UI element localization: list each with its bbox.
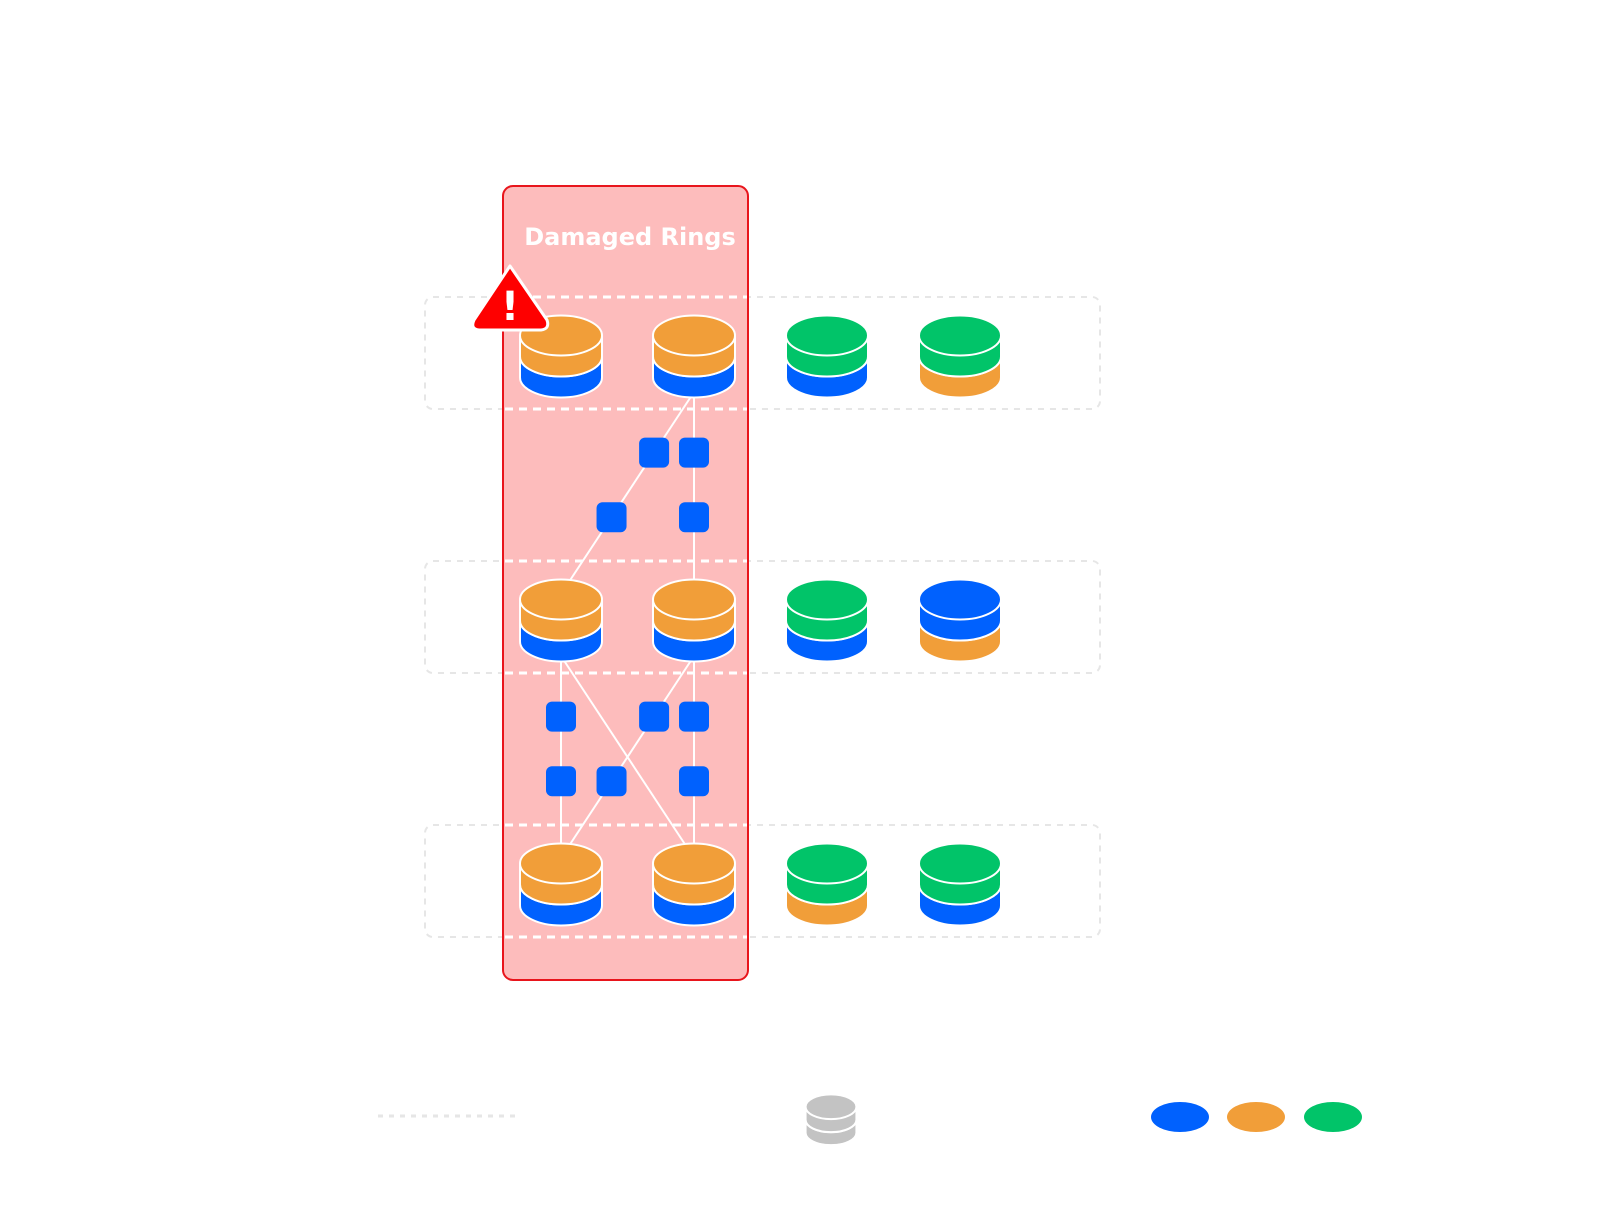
warning-exclamation: ! bbox=[501, 284, 519, 330]
disk-r2-c2 bbox=[652, 578, 736, 663]
legend bbox=[378, 1093, 1362, 1147]
disk-r1-c1 bbox=[519, 314, 603, 399]
packet-6-2 bbox=[679, 766, 709, 797]
disk-r2-c1 bbox=[519, 578, 603, 663]
row-3-group bbox=[424, 824, 1101, 938]
disk-r3-c3-top-face bbox=[785, 842, 869, 885]
legend-swatch-green bbox=[1304, 1102, 1362, 1132]
panel-row-dividers bbox=[505, 295, 747, 939]
disk-r3-c4 bbox=[918, 842, 1002, 927]
disk-r1-c3-top-face bbox=[785, 314, 869, 357]
legend-color-swatches bbox=[1151, 1102, 1362, 1132]
disk-r1-c2-top-face bbox=[652, 314, 736, 357]
packet-1-1 bbox=[639, 437, 670, 468]
warning-triangle-icon: ! bbox=[471, 264, 550, 332]
packet-3-1 bbox=[546, 701, 576, 732]
packet-6-1 bbox=[679, 701, 709, 732]
disk-r3-c1-top-face bbox=[519, 842, 603, 885]
packet-5-1 bbox=[639, 701, 670, 732]
disk-r1-c4 bbox=[918, 314, 1002, 399]
packet-2-2 bbox=[679, 502, 709, 533]
packet-1-2 bbox=[596, 502, 627, 533]
disk-r3-c4-top-face bbox=[918, 842, 1002, 885]
disk-r2-c4 bbox=[918, 578, 1002, 663]
disk-r3-c2-top-face bbox=[652, 842, 736, 885]
disk-r2-c2-top-face bbox=[652, 578, 736, 621]
row-1-group bbox=[424, 296, 1101, 410]
connection-1 bbox=[560, 391, 695, 595]
packet-3-2 bbox=[546, 766, 576, 797]
damaged-rings-title: Damaged Rings bbox=[524, 223, 736, 251]
connection-lines bbox=[560, 391, 695, 859]
legend-gray-disk-top-face bbox=[804, 1093, 858, 1121]
disk-r3-c2 bbox=[652, 842, 736, 927]
disk-r1-c2 bbox=[652, 314, 736, 399]
disk-r2-c3-top-face bbox=[785, 578, 869, 621]
legend-gray-disk-icon bbox=[804, 1093, 858, 1147]
disk-r3-c1 bbox=[519, 842, 603, 927]
legend-gray-disk bbox=[804, 1093, 858, 1147]
connection-5 bbox=[560, 655, 695, 859]
packet-2-1 bbox=[679, 437, 709, 468]
disk-grid bbox=[519, 314, 1002, 927]
disk-r1-c4-top-face bbox=[918, 314, 1002, 357]
legend-swatch-orange bbox=[1227, 1102, 1285, 1132]
disk-r1-c3 bbox=[785, 314, 869, 399]
row-groups bbox=[424, 296, 1101, 938]
disk-r2-c4-top-face bbox=[918, 578, 1002, 621]
disk-r2-c1-top-face bbox=[519, 578, 603, 621]
disk-r3-c3 bbox=[785, 842, 869, 927]
legend-swatch-blue bbox=[1151, 1102, 1209, 1132]
packet-5-2 bbox=[596, 766, 627, 797]
row-2-group bbox=[424, 560, 1101, 674]
data-packets bbox=[546, 437, 709, 797]
disk-r2-c3 bbox=[785, 578, 869, 663]
